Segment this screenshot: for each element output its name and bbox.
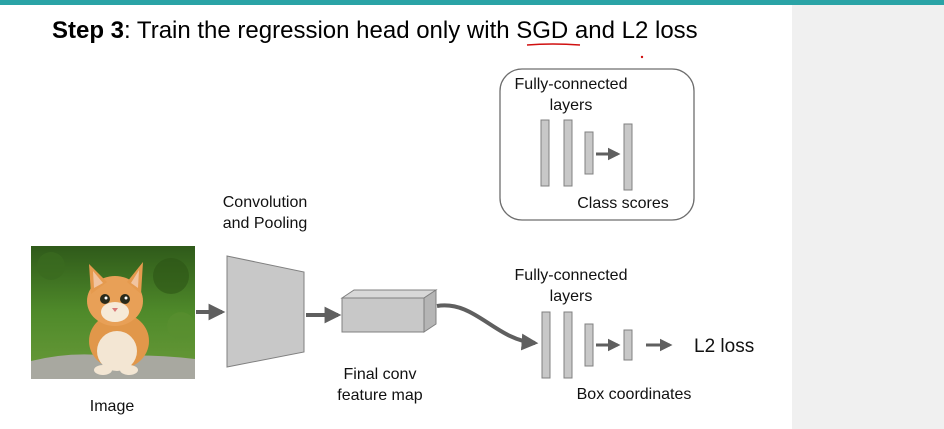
conv-label: Convolution and Pooling xyxy=(205,192,325,234)
title-text: : Train the regression head only with SG… xyxy=(124,17,698,44)
arrow-featuremap-to-regression xyxy=(436,303,539,351)
title-step: Step 3 xyxy=(52,17,125,44)
cls-fc-bar-1 xyxy=(540,119,550,187)
classification-head-title: Fully-connected layers xyxy=(506,74,636,116)
slide-title: Step 3: Train the regression head only w… xyxy=(52,17,698,45)
annotation-underline xyxy=(526,43,581,46)
cls-score-bar xyxy=(623,123,633,191)
reg-fc-bar-3 xyxy=(584,323,594,367)
box-coordinates-label: Box coordinates xyxy=(576,386,692,403)
featuremap-label-line2: feature map xyxy=(337,387,423,404)
top-accent-bar xyxy=(0,0,944,5)
image-label: Image xyxy=(89,398,135,415)
cls-fc-bar-3 xyxy=(584,131,594,175)
slide-margin xyxy=(792,5,944,429)
reg-fc-bar-1 xyxy=(541,311,551,379)
regression-head-title: Fully-connected layers xyxy=(506,265,636,307)
reg-title-line2: layers xyxy=(549,288,593,305)
conv-label-line2: and Pooling xyxy=(222,215,308,232)
featuremap-label: Final conv feature map xyxy=(325,364,435,406)
annotation-dot xyxy=(640,55,644,59)
class-scores-label: Class scores xyxy=(577,195,669,212)
featuremap-label-line1: Final conv xyxy=(343,366,417,383)
cls-title-line2: layers xyxy=(549,97,593,114)
box-coordinates-bar xyxy=(623,329,633,361)
l2-loss-label: L2 loss xyxy=(694,336,755,357)
reg-fc-bar-2 xyxy=(563,311,573,379)
reg-title-line1: Fully-connected xyxy=(514,267,628,284)
cls-fc-bar-2 xyxy=(563,119,573,187)
feature-map-box xyxy=(340,289,438,333)
kitten-image xyxy=(31,246,195,379)
conv-pooling-block xyxy=(226,255,305,368)
conv-label-line1: Convolution xyxy=(222,194,308,211)
cls-title-line1: Fully-connected xyxy=(514,76,628,93)
